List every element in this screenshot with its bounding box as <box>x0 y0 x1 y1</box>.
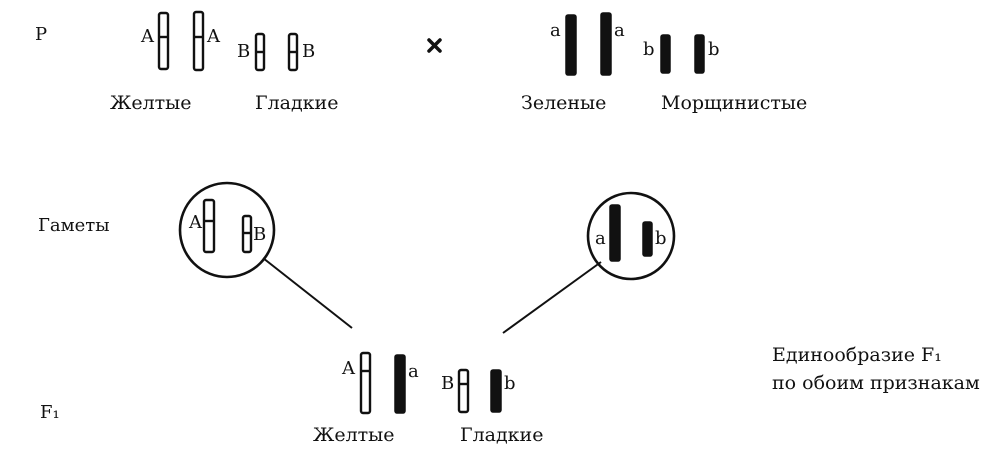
connector-line <box>262 257 353 329</box>
note-uniformity-line2: по обоим признакам <box>772 372 980 394</box>
chromosome-open <box>457 368 470 414</box>
allele-label: b <box>504 373 516 394</box>
allele-label: A <box>341 358 356 379</box>
trait-label: Желтые <box>110 92 192 114</box>
chromosome-filled <box>565 14 577 76</box>
label-gametes: Гаметы <box>38 215 110 236</box>
note-uniformity-line1: Единообразие F₁ <box>772 344 942 366</box>
allele-label: B <box>441 373 454 394</box>
parent-left-genotype: A A B B <box>140 10 315 72</box>
allele-label: B <box>237 41 250 62</box>
allele-label: b <box>643 39 655 60</box>
parent-right-genotype: a a b b <box>550 12 720 76</box>
chromosome-filled <box>642 221 653 257</box>
allele-label: a <box>614 20 625 41</box>
allele-label: a <box>550 20 561 41</box>
chromosome-filled <box>600 12 612 76</box>
chromosome-open <box>202 198 216 254</box>
offspring-genotype: A a B b <box>341 351 516 415</box>
allele-label: b <box>708 39 720 60</box>
allele-label: A <box>206 26 221 47</box>
allele-label: B <box>253 224 266 245</box>
allele-label: a <box>595 228 606 249</box>
trait-label: Зеленые <box>521 92 606 114</box>
gamete-left: A B <box>178 181 276 279</box>
gamete-right: a b <box>586 191 676 281</box>
cross-sign <box>427 38 442 53</box>
chromosome-filled <box>694 34 705 74</box>
label-generation-f1: F₁ <box>40 402 60 423</box>
allele-label: B <box>302 41 315 62</box>
allele-label: A <box>188 212 203 233</box>
chromosome-open <box>359 351 372 415</box>
connector-line <box>502 261 602 334</box>
chromosome-filled <box>490 369 502 413</box>
chromosome-open <box>192 10 205 72</box>
trait-label: Желтые <box>313 424 395 446</box>
trait-label: Гладкие <box>460 424 543 446</box>
gamete-circle <box>178 181 276 279</box>
label-generation-p: P <box>35 24 47 45</box>
trait-label: Гладкие <box>255 92 338 114</box>
chromosome-filled <box>394 354 406 414</box>
allele-label: b <box>655 228 667 249</box>
allele-label: A <box>140 26 155 47</box>
trait-label: Морщинистые <box>661 92 807 114</box>
chromosome-open <box>157 11 170 71</box>
gamete-circle <box>586 191 676 281</box>
chromosome-filled <box>660 34 671 74</box>
allele-label: a <box>408 361 419 382</box>
chromosome-filled <box>609 204 621 262</box>
